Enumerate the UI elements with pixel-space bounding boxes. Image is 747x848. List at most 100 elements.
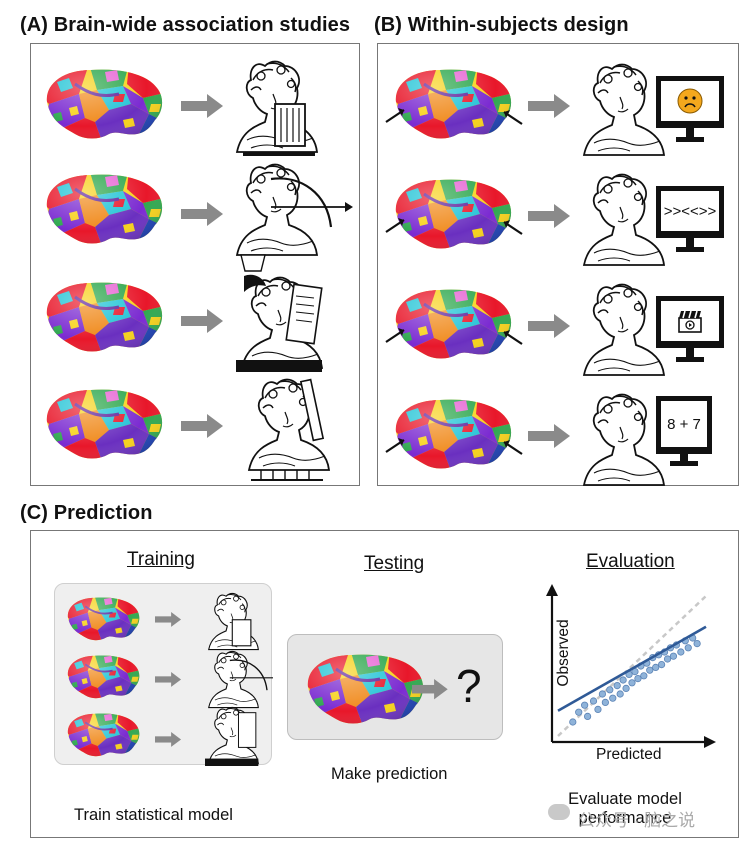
brain-map-icon xyxy=(39,277,169,357)
scatter-point xyxy=(609,694,617,702)
x-axis-arrow-icon xyxy=(704,736,716,748)
test-caption: Make prediction xyxy=(331,765,448,783)
training-heading: Training xyxy=(127,549,195,570)
scatter-point xyxy=(569,718,577,726)
monitor-4: 8 + 7 xyxy=(656,396,712,468)
arrow-right-icon xyxy=(181,414,223,438)
training-box xyxy=(54,583,276,766)
lyre-woman-illustration-icon xyxy=(236,60,318,156)
brain-map-icon xyxy=(300,649,430,729)
archer-woman-illustration-icon xyxy=(236,163,353,272)
train-caption: Train statistical model xyxy=(74,806,233,824)
testing-box: ? xyxy=(287,634,503,740)
scatter-point xyxy=(606,686,614,694)
arrow-right-icon xyxy=(181,202,223,226)
lyre-woman-illustration-icon xyxy=(208,592,259,651)
scatter-point xyxy=(575,708,583,716)
watermark-text: 公众号 · 脑之说 xyxy=(578,811,696,830)
eval-caption-line2: performance xyxy=(578,809,672,827)
woman-bust-icon xyxy=(583,283,665,376)
scatter-plot xyxy=(546,584,716,748)
panel-c-title: (C) Prediction xyxy=(20,502,153,524)
y-axis-label: Observed xyxy=(555,619,572,687)
x-axis-label: Predicted xyxy=(596,746,662,763)
panel-a-illustration xyxy=(31,60,353,481)
regression-line xyxy=(557,625,707,712)
scatter-point xyxy=(581,701,589,709)
prediction-question-mark: ? xyxy=(456,660,482,712)
evaluation-heading: Evaluation xyxy=(586,551,675,572)
panel-b-title: (B) Within-subjects design xyxy=(374,14,629,36)
arrow-right-icon xyxy=(528,314,570,338)
scatter-point xyxy=(634,675,642,683)
scatter-point xyxy=(628,679,636,687)
scatter-point xyxy=(693,639,701,648)
brain-map-icon xyxy=(388,284,518,364)
brain-map-icon xyxy=(39,384,169,464)
arrow-right-icon xyxy=(528,204,570,228)
brain-map-icon xyxy=(39,169,169,249)
arrow-right-icon xyxy=(155,672,182,687)
monitor-3 xyxy=(656,296,724,366)
woman-bust-icon xyxy=(583,63,665,156)
scatter-point xyxy=(616,690,624,698)
arrow-right-icon xyxy=(181,309,223,333)
testing-heading: Testing xyxy=(364,553,425,574)
scatter-point xyxy=(613,682,621,690)
arrow-right-icon xyxy=(155,612,182,627)
scatter-point xyxy=(594,705,602,714)
panel-a xyxy=(30,43,360,486)
brain-map-icon xyxy=(388,394,518,474)
scatter-point xyxy=(583,712,592,720)
reading-woman-illustration-icon xyxy=(236,274,323,372)
eval-caption: Evaluate model performance xyxy=(567,790,683,828)
row-2 xyxy=(385,173,665,266)
panel-b: >><<>> 8 + 7 xyxy=(377,43,739,486)
monitor-2: >><<>> xyxy=(656,186,724,256)
y-axis-arrow-icon xyxy=(546,584,558,596)
identity-line xyxy=(557,595,707,737)
wechat-logo-icon xyxy=(548,804,570,820)
scatter-point xyxy=(658,661,666,669)
brain-map-icon xyxy=(388,174,518,254)
woman-bust-icon xyxy=(583,173,665,266)
arrow-right-icon xyxy=(528,94,570,118)
scatter-point xyxy=(677,648,685,656)
frown-face-icon xyxy=(677,88,703,114)
eval-caption-line1: Evaluate model xyxy=(568,790,682,808)
clapperboard-icon xyxy=(678,310,702,333)
row-1 xyxy=(385,63,665,156)
evaluation-chart: Observed Predicted xyxy=(526,582,726,772)
scroll-woman-illustration-icon xyxy=(248,378,330,481)
scatter-point xyxy=(684,644,692,652)
brain-map-icon xyxy=(63,652,144,702)
scatter-point xyxy=(669,652,678,660)
scatter-point xyxy=(622,684,630,693)
scatter-point xyxy=(619,676,627,684)
scatter-point xyxy=(601,698,609,707)
arithmetic-stimulus: 8 + 7 xyxy=(661,401,707,447)
arrow-right-icon xyxy=(155,732,182,747)
row-4 xyxy=(385,393,665,486)
training-illustration xyxy=(55,592,276,766)
scatter-point xyxy=(589,697,598,705)
scatter-point xyxy=(640,672,648,680)
scatter-point xyxy=(663,655,672,663)
scatter-point xyxy=(598,690,607,698)
brain-map-icon xyxy=(63,710,144,760)
panel-a-title: (A) Brain-wide association studies xyxy=(20,14,351,36)
monitor-1 xyxy=(656,76,724,146)
arrow-right-icon xyxy=(528,424,570,448)
arrow-right-icon xyxy=(181,94,223,118)
archer-woman-illustration-icon xyxy=(208,650,276,709)
woman-bust-icon xyxy=(583,393,665,486)
brain-map-icon xyxy=(388,64,518,144)
scatter-point xyxy=(646,666,654,674)
panel-b-illustration xyxy=(385,44,665,486)
flanker-stimulus: >><<>> xyxy=(661,191,719,231)
brain-map-icon xyxy=(63,594,144,644)
scatter-point xyxy=(652,663,660,672)
row-3 xyxy=(385,283,665,376)
reading-woman-illustration-icon xyxy=(205,706,259,766)
brain-map-icon xyxy=(39,64,169,144)
